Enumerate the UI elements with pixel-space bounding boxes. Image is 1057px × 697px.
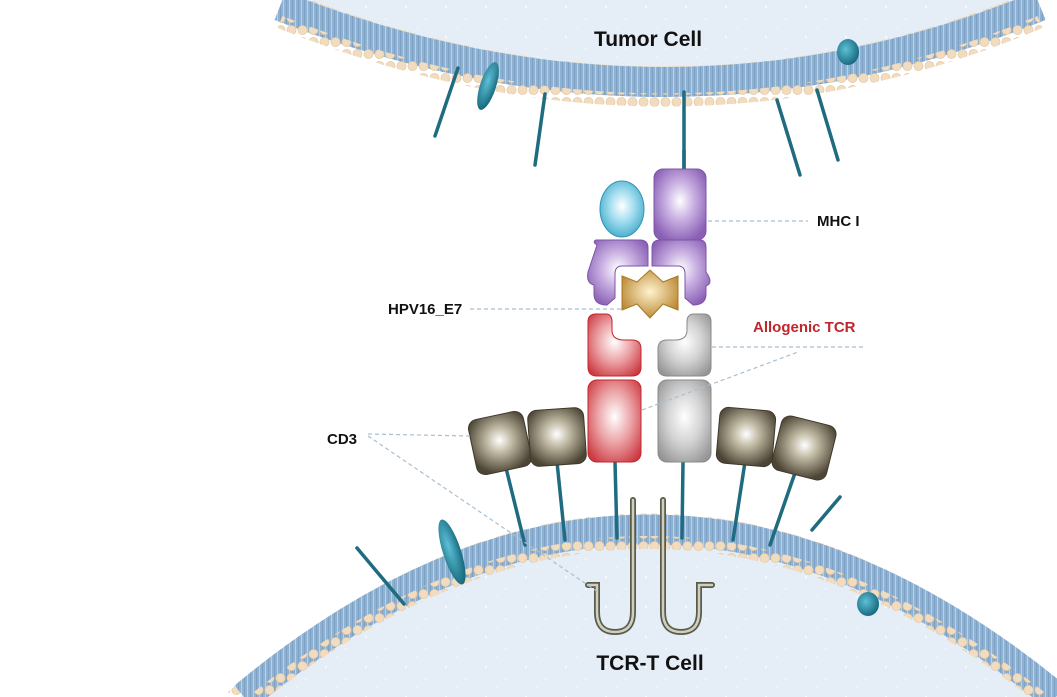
mhc-class-i-icon bbox=[653, 168, 707, 241]
beta2-microglobulin-icon bbox=[599, 180, 645, 238]
tcr-alpha-variable bbox=[587, 313, 642, 377]
tcr-beta-chain-icon bbox=[657, 379, 712, 463]
cd3-subunit-icon bbox=[527, 407, 587, 467]
tumor-receptor-icon bbox=[837, 39, 859, 65]
mhc-alpha2-domain bbox=[651, 239, 711, 306]
tcr-t-cell-membrane bbox=[227, 513, 1057, 697]
mhc-label: MHC I bbox=[817, 213, 860, 230]
zeta-chain-icon bbox=[585, 497, 715, 636]
cd3-subunit-icon bbox=[771, 415, 837, 481]
mhc-alpha1-domain bbox=[587, 239, 649, 306]
leader-lines bbox=[367, 220, 866, 593]
tcell-receptor-icon bbox=[857, 592, 879, 616]
tcr-beta-variable bbox=[657, 313, 712, 377]
tcr-t-cell-label: TCR-T Cell bbox=[596, 652, 703, 675]
cd3-label: CD3 bbox=[327, 431, 357, 448]
antigen-label: HPV16_E7 bbox=[388, 301, 462, 318]
tumor-anchor-proteins bbox=[433, 66, 840, 177]
tcr-label: Allogenic TCR bbox=[753, 319, 856, 336]
tumor-cell-label: Tumor Cell bbox=[594, 28, 702, 51]
tcell-channel-icon bbox=[438, 519, 466, 585]
cd3-subunit-icon bbox=[715, 406, 777, 468]
cd3-subunit-icon bbox=[467, 410, 533, 476]
tcell-anchor-proteins bbox=[355, 460, 842, 606]
antigen-peptide-icon bbox=[621, 269, 679, 319]
tcr-alpha-chain-icon bbox=[587, 379, 642, 463]
tumor-channel-icon bbox=[477, 62, 499, 110]
